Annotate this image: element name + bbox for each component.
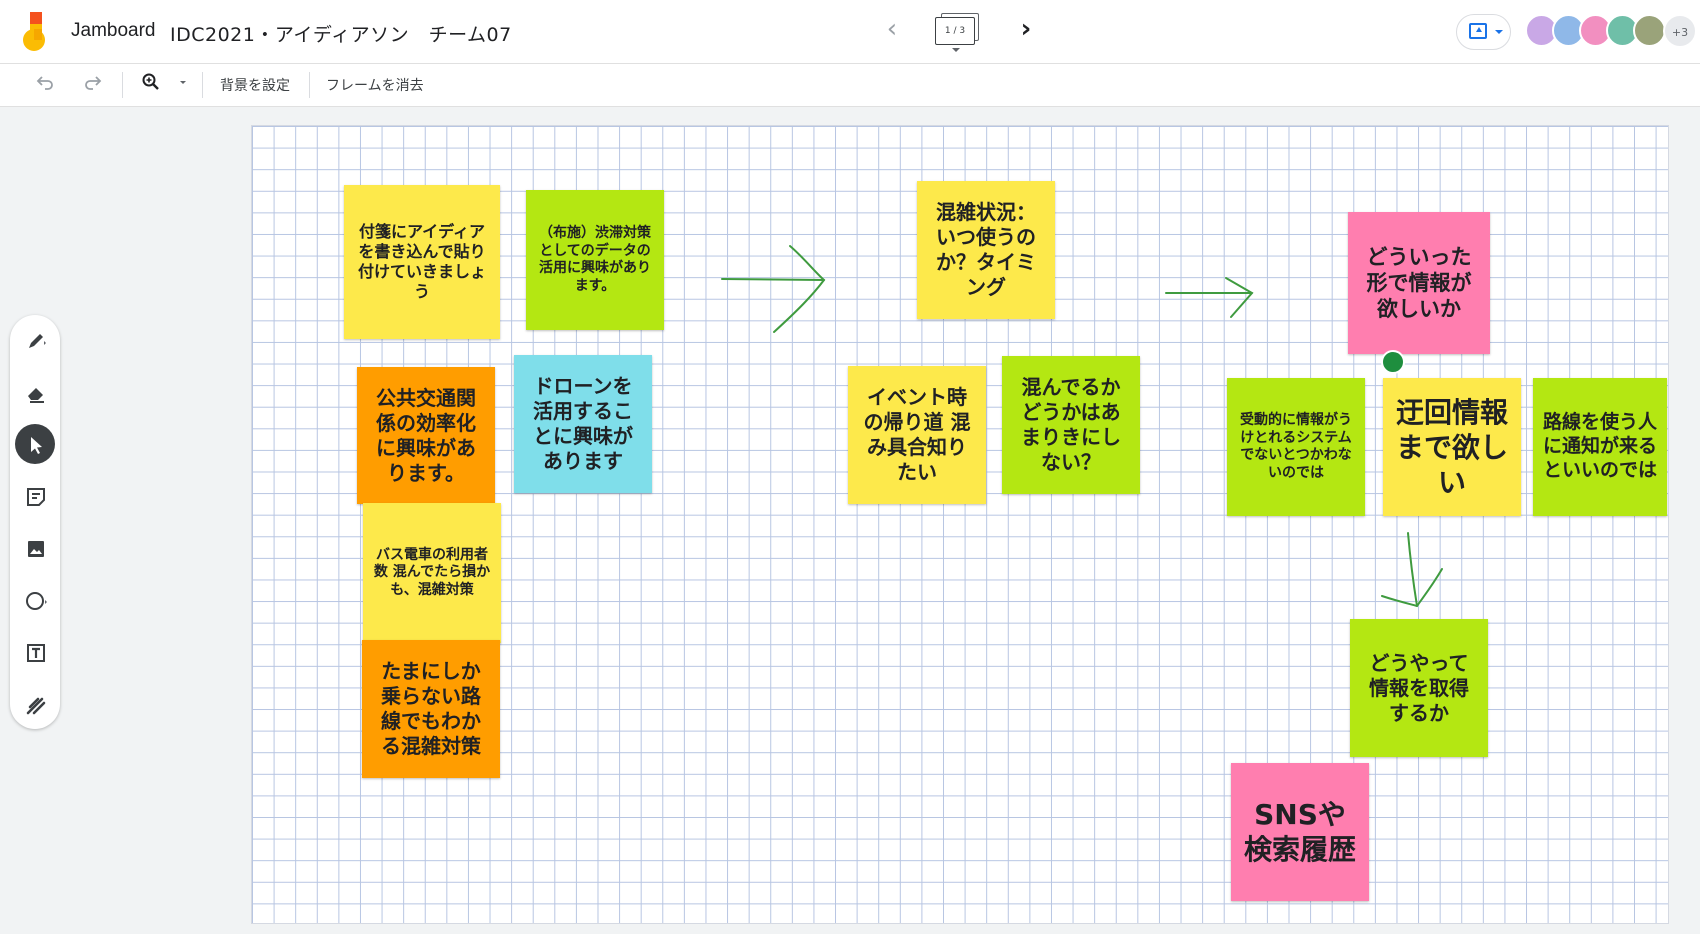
sticky-note[interactable]: 迂回情報まで欲しい (1383, 378, 1521, 516)
undo-button[interactable] (32, 72, 58, 98)
sticky-note[interactable]: イベント時の帰り道 混み具合知りたい (848, 366, 986, 504)
toolbar-divider (122, 72, 123, 98)
toolbar-divider (309, 72, 310, 98)
pen-icon (29, 334, 46, 348)
app-name[interactable]: Jamboard (71, 20, 156, 41)
eraser-tool[interactable] (15, 372, 55, 412)
sticky-note[interactable]: 付箋にアイディアを書き込んで貼り付けていきましょう (344, 185, 500, 339)
previous-frame-button[interactable]: ‹ (878, 16, 906, 44)
sticky-note[interactable]: たまにしか乗らない路線でもわかる混雑対策 (362, 640, 500, 778)
document-title[interactable]: IDC2021・アイディアソン チーム07 (170, 24, 512, 46)
share-button[interactable] (1456, 14, 1511, 50)
toolbar-divider (202, 72, 203, 98)
chevron-left-icon: ‹ (886, 14, 898, 44)
drawn-arrow (1407, 532, 1418, 607)
app-header: Jamboard IDC2021・アイディアソン チーム07 ‹ 1 / 3 ›… (0, 0, 1700, 64)
select-tool[interactable] (15, 424, 55, 464)
sticky-note-icon (27, 488, 45, 506)
frame-indicator: 1 / 3 (935, 17, 975, 45)
sticky-note[interactable]: （布施）渋滞対策としてのデータの活用に興味があります。 (526, 190, 664, 330)
text-box-icon (27, 644, 45, 662)
drawn-arrow (721, 278, 825, 281)
sticky-note[interactable]: 混んでるかどうかはあまりきにしない？ (1002, 356, 1140, 494)
sticky-note[interactable]: どうやって情報を取得するか (1350, 619, 1488, 757)
laser-icon (26, 697, 46, 715)
caret-down-icon (952, 48, 960, 52)
hand-drawn-arrows (721, 245, 1443, 608)
laser-tool[interactable] (15, 684, 55, 724)
sticky-note[interactable]: 混雑状況：いつ使うのか？タイミング (917, 181, 1055, 319)
redo-icon (85, 76, 102, 90)
zoom-dropdown-button[interactable] (176, 72, 190, 98)
shape-tool[interactable] (15, 580, 55, 620)
frame-bar-toggle[interactable]: 1 / 3 (935, 13, 981, 52)
jamboard-logo[interactable] (20, 12, 50, 52)
redo-button[interactable] (80, 72, 106, 98)
editing-toolbar: 背景を設定 フレームを消去 (0, 64, 1700, 107)
tool-rail (10, 315, 60, 729)
image-icon (28, 541, 44, 557)
sticky-note[interactable]: 路線を使う人に通知が来るといいのでは (1533, 378, 1667, 516)
image-tool[interactable] (15, 528, 55, 568)
drawn-arrow-head (1225, 277, 1254, 318)
collaborator-cursor-icon (1381, 350, 1405, 374)
eraser-icon (28, 388, 44, 403)
sticky-note[interactable]: 公共交通関係の効率化に興味があります。 (357, 367, 495, 504)
sticky-note[interactable]: 受動的に情報がうけとれるシステムでないとつかわないのでは (1227, 378, 1365, 516)
dropdown-arrow-icon (1495, 30, 1503, 34)
clear-frame-button[interactable]: フレームを消去 (326, 78, 424, 94)
sticky-note-tool[interactable] (15, 476, 55, 516)
text-box-tool[interactable] (15, 632, 55, 672)
sticky-note[interactable]: SNSや検索履歴 (1231, 763, 1369, 901)
zoom-in-icon (142, 73, 159, 90)
sticky-note[interactable]: どういった形で情報が欲しいか (1348, 212, 1490, 354)
set-background-button[interactable]: 背景を設定 (220, 78, 290, 94)
sticky-note[interactable]: ドローンを活用することに興味があります (514, 355, 652, 493)
upload-share-icon (1469, 23, 1487, 39)
dropdown-arrow-icon (180, 81, 186, 84)
next-frame-button[interactable]: › (1012, 16, 1040, 44)
drawn-arrow-head (773, 245, 826, 333)
undo-icon (36, 76, 53, 90)
sticky-note[interactable]: バス電車の利用者数 混んでたら損かも、混雑対策 (363, 503, 501, 643)
drawn-arrow-head (1381, 568, 1443, 608)
select-icon (31, 437, 42, 454)
collaborator-avatars: +3 (1525, 14, 1697, 48)
pen-tool[interactable] (15, 320, 55, 360)
chevron-right-icon: › (1020, 14, 1032, 44)
circle-shape-icon (26, 592, 47, 610)
zoom-button[interactable] (138, 72, 164, 98)
avatar[interactable] (1633, 14, 1666, 47)
whiteboard-canvas[interactable]: 付箋にアイディアを書き込んで貼り付けていきましょう （布施）渋滞対策としてのデー… (251, 125, 1669, 924)
more-collaborators-badge[interactable]: +3 (1663, 14, 1697, 48)
